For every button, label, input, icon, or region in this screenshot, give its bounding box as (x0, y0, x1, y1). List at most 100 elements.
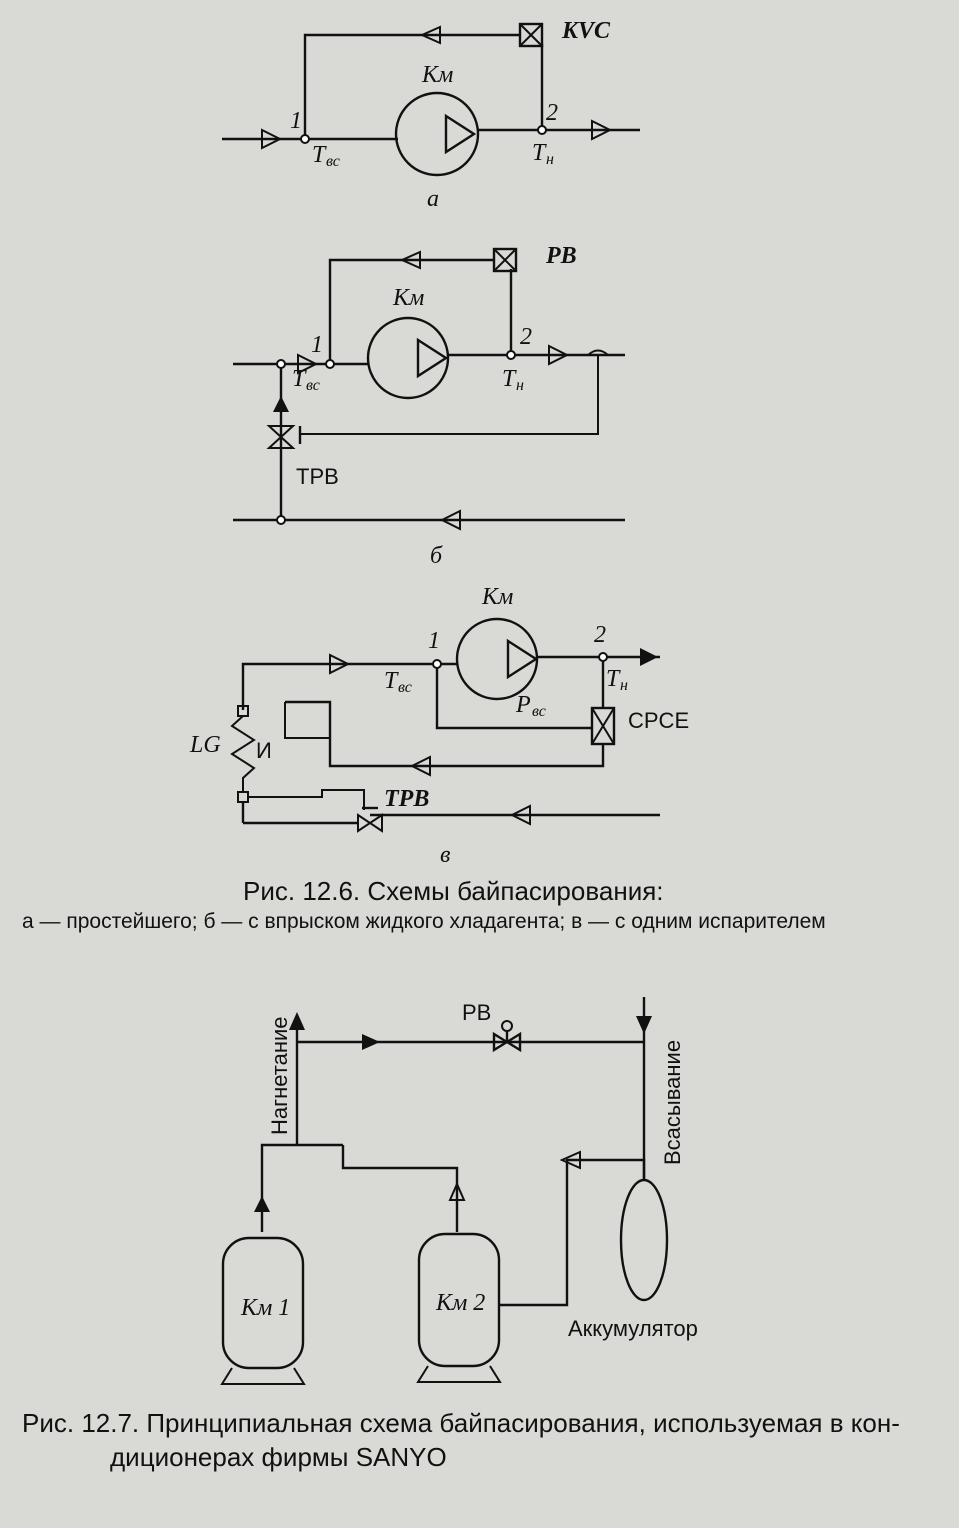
evaporator-label-v: И (256, 738, 272, 763)
figure-12-7: РВ Нагнетание Всасывание Км 1 Км 2 Аккум… (220, 997, 698, 1385)
scheme-a: KVC Км 1 2 T вс T н а (222, 18, 640, 212)
node-junction (276, 515, 286, 525)
evaporator-coil (230, 715, 256, 792)
valve-label-a: KVC (561, 18, 611, 44)
hx-inner-line (284, 702, 330, 739)
km1-base (220, 1367, 306, 1385)
flow-arrow (273, 396, 289, 412)
txv-v-symbol (357, 813, 383, 833)
accumulator-label: Аккумулятор (568, 1316, 698, 1341)
compressor-triangle-v (506, 638, 539, 680)
t-suction-b: T (292, 366, 307, 392)
bypass-low-line (435, 664, 592, 730)
p-suction-v: P (515, 692, 531, 718)
t-discharge-sub-a: н (546, 151, 554, 168)
km1-label: Км 1 (240, 1295, 290, 1321)
compressor-km1 (221, 1236, 305, 1370)
km2-discharge-line (341, 1145, 459, 1232)
flow-arrow (640, 648, 658, 666)
flow-arrow-up (448, 1181, 466, 1201)
scheme-v: Км 1 2 T вс T н P вс CPCE ТРВ LG И в (189, 584, 689, 868)
km1-discharge-line (260, 1143, 343, 1232)
txv-label-b: ТРВ (296, 464, 339, 489)
scheme-letter-b: б (430, 543, 443, 569)
discharge-label: Нагнетание (267, 1016, 292, 1135)
flow-arrow (548, 344, 570, 366)
valve-cpce-box (590, 706, 616, 746)
node-1-label-b: 1 (311, 332, 323, 358)
flow-arrow (419, 25, 441, 45)
compressor-circle-b (366, 316, 450, 400)
t-discharge-b: T (502, 366, 517, 392)
km2-base (416, 1365, 502, 1383)
flow-arrow (439, 509, 461, 531)
valve-label-b: РВ (545, 243, 577, 269)
flow-arrow (329, 653, 351, 675)
suction-line-v (241, 662, 457, 710)
scheme-b: РВ Км 1 2 T вс T н ТРВ б (233, 243, 625, 569)
sensing-bulb (585, 349, 611, 356)
valve-cross (591, 707, 615, 745)
flow-arrow (362, 1034, 380, 1050)
bypass-valve-rv (492, 1031, 522, 1053)
t-suction-a: T (312, 142, 327, 168)
fig6-caption-title: Рис. 12.6. Схемы байпасирования: (243, 876, 664, 906)
rv-label-fig7: РВ (462, 1000, 491, 1025)
valve-rv-box (492, 247, 518, 273)
node-1-label-v: 1 (428, 628, 440, 654)
t-suction-sub-b: вс (306, 377, 320, 394)
suction-to-km2 (500, 1158, 646, 1307)
node-2-b (506, 350, 516, 360)
fig7-caption-line1: Рис. 12.7. Принципиальная схема байпасир… (22, 1408, 900, 1438)
node-1-b (325, 359, 335, 369)
flow-arrow (399, 250, 421, 270)
capillary-line (300, 355, 599, 435)
flow-arrow (261, 128, 283, 150)
node-2-label-a: 2 (546, 100, 558, 126)
t-discharge-sub-v: н (620, 677, 628, 694)
hx-label-v: LG (189, 732, 221, 758)
flow-arrow (409, 755, 431, 777)
accumulator-vessel (619, 1178, 669, 1302)
valve-handwheel (501, 1020, 513, 1032)
compressor-triangle-b (416, 337, 449, 379)
t-suction-v: T (384, 668, 399, 694)
node-1-a (300, 134, 310, 144)
node-2-v (598, 652, 608, 662)
compressor-label-v: Км (481, 584, 513, 610)
fig7-caption-line2: диционерах фирмы SANYO (110, 1442, 447, 1472)
txv-label-v: ТРВ (384, 786, 429, 812)
hx-bottom-fitting (237, 791, 249, 803)
node-2-label-v: 2 (594, 622, 606, 648)
node-2-a (537, 125, 547, 135)
t-discharge-sub-b: н (516, 377, 524, 394)
t-suction-sub-v: вс (398, 679, 412, 696)
fig6-caption-legend: а — простейшего; б — с впрыском жидкого … (22, 910, 826, 933)
node-1-v (432, 659, 442, 669)
flow-arrow-up (254, 1196, 270, 1212)
flow-arrow (559, 1150, 581, 1170)
node-2-label-b: 2 (520, 324, 532, 350)
t-suction-sub-a: вс (326, 153, 340, 170)
scheme-letter-a: а (427, 186, 439, 212)
valve-kvc-box (518, 22, 544, 48)
t-discharge-a: T (532, 140, 547, 166)
bypass-line-b (328, 258, 494, 364)
bypass-line-a (303, 33, 520, 139)
compressor-km2 (417, 1232, 501, 1368)
bypass-return-line (285, 700, 605, 768)
node-junction (276, 359, 286, 369)
compressor-label-a: Км (421, 62, 453, 88)
t-discharge-v: T (606, 666, 621, 692)
flow-arrow-down (636, 1016, 652, 1034)
km2-label: Км 2 (435, 1290, 485, 1316)
compressor-label-b: Км (392, 285, 424, 311)
suction-label: Всасывание (660, 1040, 685, 1165)
flow-arrow (509, 804, 531, 826)
compressor-circle-v (455, 617, 539, 701)
flow-arrow (591, 119, 613, 141)
flow-arrow (297, 353, 319, 375)
txv-equalizer (248, 789, 365, 810)
